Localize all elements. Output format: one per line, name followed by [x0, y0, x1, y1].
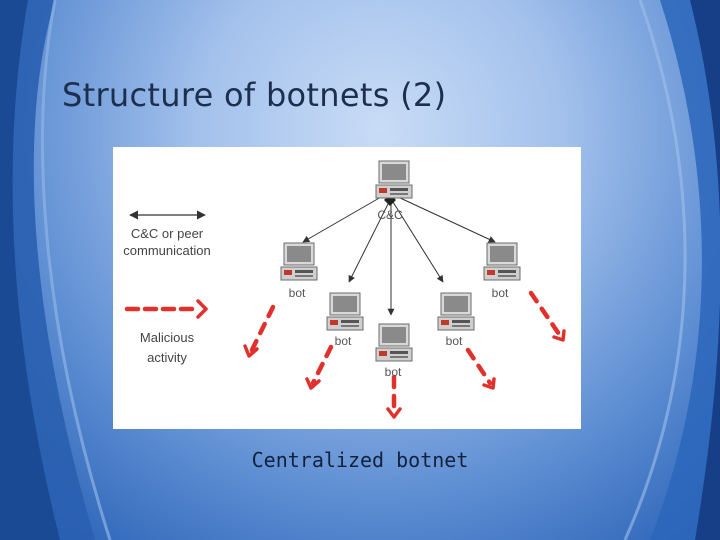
link-cc-bot-1 — [302, 196, 382, 243]
link-cc-bot-2 — [397, 196, 496, 243]
bot-computer-icon — [326, 292, 364, 331]
communication-links — [302, 196, 496, 316]
bot-label: bot — [446, 334, 463, 348]
bot-label: bot — [492, 286, 509, 300]
bot-label: bot — [289, 286, 306, 300]
bot-label: bot — [385, 365, 402, 379]
bot-computer-icon — [280, 242, 318, 281]
diagram-caption: Centralized botnet — [251, 448, 469, 472]
malicious-links — [248, 290, 562, 415]
legend-malicious-label: Malicious activity — [119, 328, 215, 368]
legend-malicious-line2: activity — [147, 350, 187, 365]
legend-malicious — [124, 299, 208, 319]
malicious-arrow-4 — [465, 347, 493, 386]
cc-label: C&C — [377, 208, 403, 222]
cc-server-computer-icon — [375, 160, 413, 199]
malicious-arrow-1 — [248, 304, 276, 355]
bot-computer-icon — [483, 242, 521, 281]
legend-malicious-line1: Malicious — [139, 330, 195, 345]
slide-title: Structure of botnets (2) — [62, 76, 447, 114]
malicious-arrow-2 — [310, 344, 334, 386]
malicious-arrow-5 — [528, 290, 562, 337]
legend-communication-label: C&C or peer communication — [115, 225, 219, 259]
bot-computer-icon — [375, 323, 413, 362]
legend-communication-line2: communication — [123, 243, 211, 258]
bot-computer-icon — [437, 292, 475, 331]
botnet-diagram: C&C bot bot bot bot bot C&C or peer comm… — [113, 147, 581, 429]
legend-communication-line1: C&C or peer — [130, 226, 204, 241]
link-cc-bot-3 — [348, 201, 390, 283]
link-cc-bot-4 — [392, 201, 444, 283]
bot-label: bot — [335, 334, 352, 348]
